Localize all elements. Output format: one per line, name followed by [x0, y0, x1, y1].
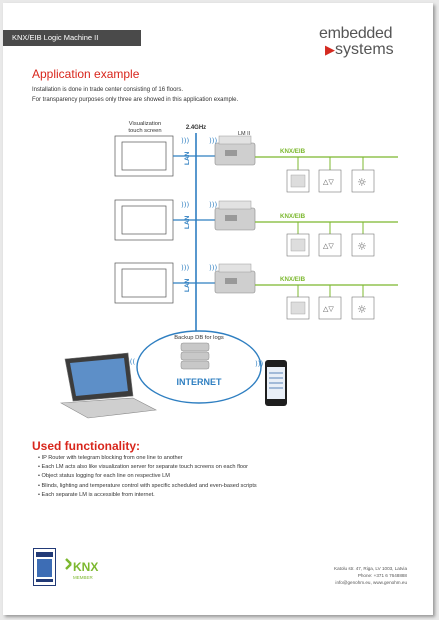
application-example-title: Application example — [32, 67, 140, 81]
svg-text:△▽: △▽ — [323, 242, 334, 250]
laptop-icon — [59, 352, 158, 419]
knx-label-2: KNX/EIB — [280, 213, 306, 220]
used-functionality-title: Used functionality: — [32, 439, 141, 453]
lan-label-2: LAN — [184, 215, 191, 229]
floor-2: ))) LAN ))) KNX/EIB △▽ ☼ — [114, 199, 398, 257]
company-logo-systems: ▶systems — [325, 41, 394, 58]
application-diagram: Visualization touch screen 2.4GHz LM II … — [59, 121, 398, 419]
wireless-icon: ))) — [181, 264, 189, 272]
light-bulb-icon — [351, 233, 375, 257]
floor-3: ))) LAN ))) KNX/EIB △▽ ☼ — [114, 262, 398, 320]
list-item: IP Router with telegram blocking from on… — [38, 454, 257, 463]
touch-screen-label-1: Visualization — [129, 121, 161, 127]
address-line-2: Phone: +371 6 7648888 — [357, 573, 407, 578]
wireless-icon: ))) — [255, 360, 263, 368]
knx-member-logo: KNX MEMBER — [62, 556, 108, 587]
light-bulb-icon — [351, 296, 375, 320]
internet-label: INTERNET — [177, 377, 223, 387]
dimmer-switch-icon — [318, 296, 342, 320]
light-bulb-icon — [351, 169, 375, 193]
wireless-icon: ))) — [181, 201, 189, 209]
dimmer-switch-icon — [318, 169, 342, 193]
company-address: Katolu str. 47, Riga, LV 1003, Latvia Ph… — [334, 565, 407, 586]
intro-text: Installation is done in trade center con… — [32, 86, 238, 105]
address-line-1: Katolu str. 47, Riga, LV 1003, Latvia — [334, 566, 407, 571]
svg-text:☼: ☼ — [357, 240, 367, 253]
product-title-bar: KNX/EIB Logic Machine II — [3, 30, 141, 46]
touch-screen-label-2: touch screen — [128, 128, 161, 134]
knx-label-3: KNX/EIB — [280, 276, 306, 283]
logo-triangle-icon: ▶ — [325, 42, 335, 57]
backup-db-label: Backup DB for logs — [174, 335, 224, 341]
lan-label-1: LAN — [184, 151, 191, 165]
wireless-icon: ))) — [209, 201, 217, 209]
database-icon — [180, 342, 210, 370]
document-page: KNX/EIB Logic Machine II embedded ▶syste… — [3, 3, 433, 615]
knx-label-1: KNX/EIB — [280, 148, 306, 155]
svg-text:☼: ☼ — [357, 303, 367, 316]
lm-label: LM II — [238, 131, 251, 137]
lm-device-2 — [214, 200, 256, 231]
svg-text:☼: ☼ — [357, 176, 367, 189]
list-item: Each separate LM is accessible from inte… — [38, 491, 257, 500]
frequency-label: 2.4GHz — [186, 125, 206, 131]
knx-member-text: MEMBER — [73, 575, 94, 580]
dimmer-switch-icon — [318, 233, 342, 257]
svg-text:△▽: △▽ — [323, 178, 334, 186]
functionality-list: IP Router with telegram blocking from on… — [38, 454, 257, 500]
intro-line-2: For transparency purposes only three are… — [32, 96, 239, 103]
svg-text:△▽: △▽ — [323, 305, 334, 313]
wireless-icon: ))) — [209, 264, 217, 272]
floor-1: ))) LAN ))) KNX/EIB △▽ ☼ — [114, 135, 398, 193]
address-line-3: info@genohm.eu, www.genohm.eu — [335, 580, 407, 585]
intro-line-1: Installation is done in trade center con… — [32, 87, 184, 93]
lan-label-3: LAN — [184, 278, 191, 292]
wireless-icon: ((( — [127, 358, 135, 366]
certification-badge-icon — [33, 548, 56, 586]
list-item: Each LM acts also like visualization ser… — [38, 463, 257, 472]
smartphone-icon — [265, 360, 287, 406]
knx-logo-text: KNX — [73, 560, 98, 574]
wireless-icon: ))) — [209, 137, 217, 145]
wireless-icon: ))) — [181, 137, 189, 145]
list-item: Blinds, lighting and temperature control… — [38, 482, 257, 491]
company-logo-embedded: embedded — [319, 25, 393, 42]
lm-device-1 — [214, 135, 256, 166]
lm-device-3 — [214, 263, 256, 294]
list-item: Object status logging for each line on r… — [38, 472, 257, 481]
